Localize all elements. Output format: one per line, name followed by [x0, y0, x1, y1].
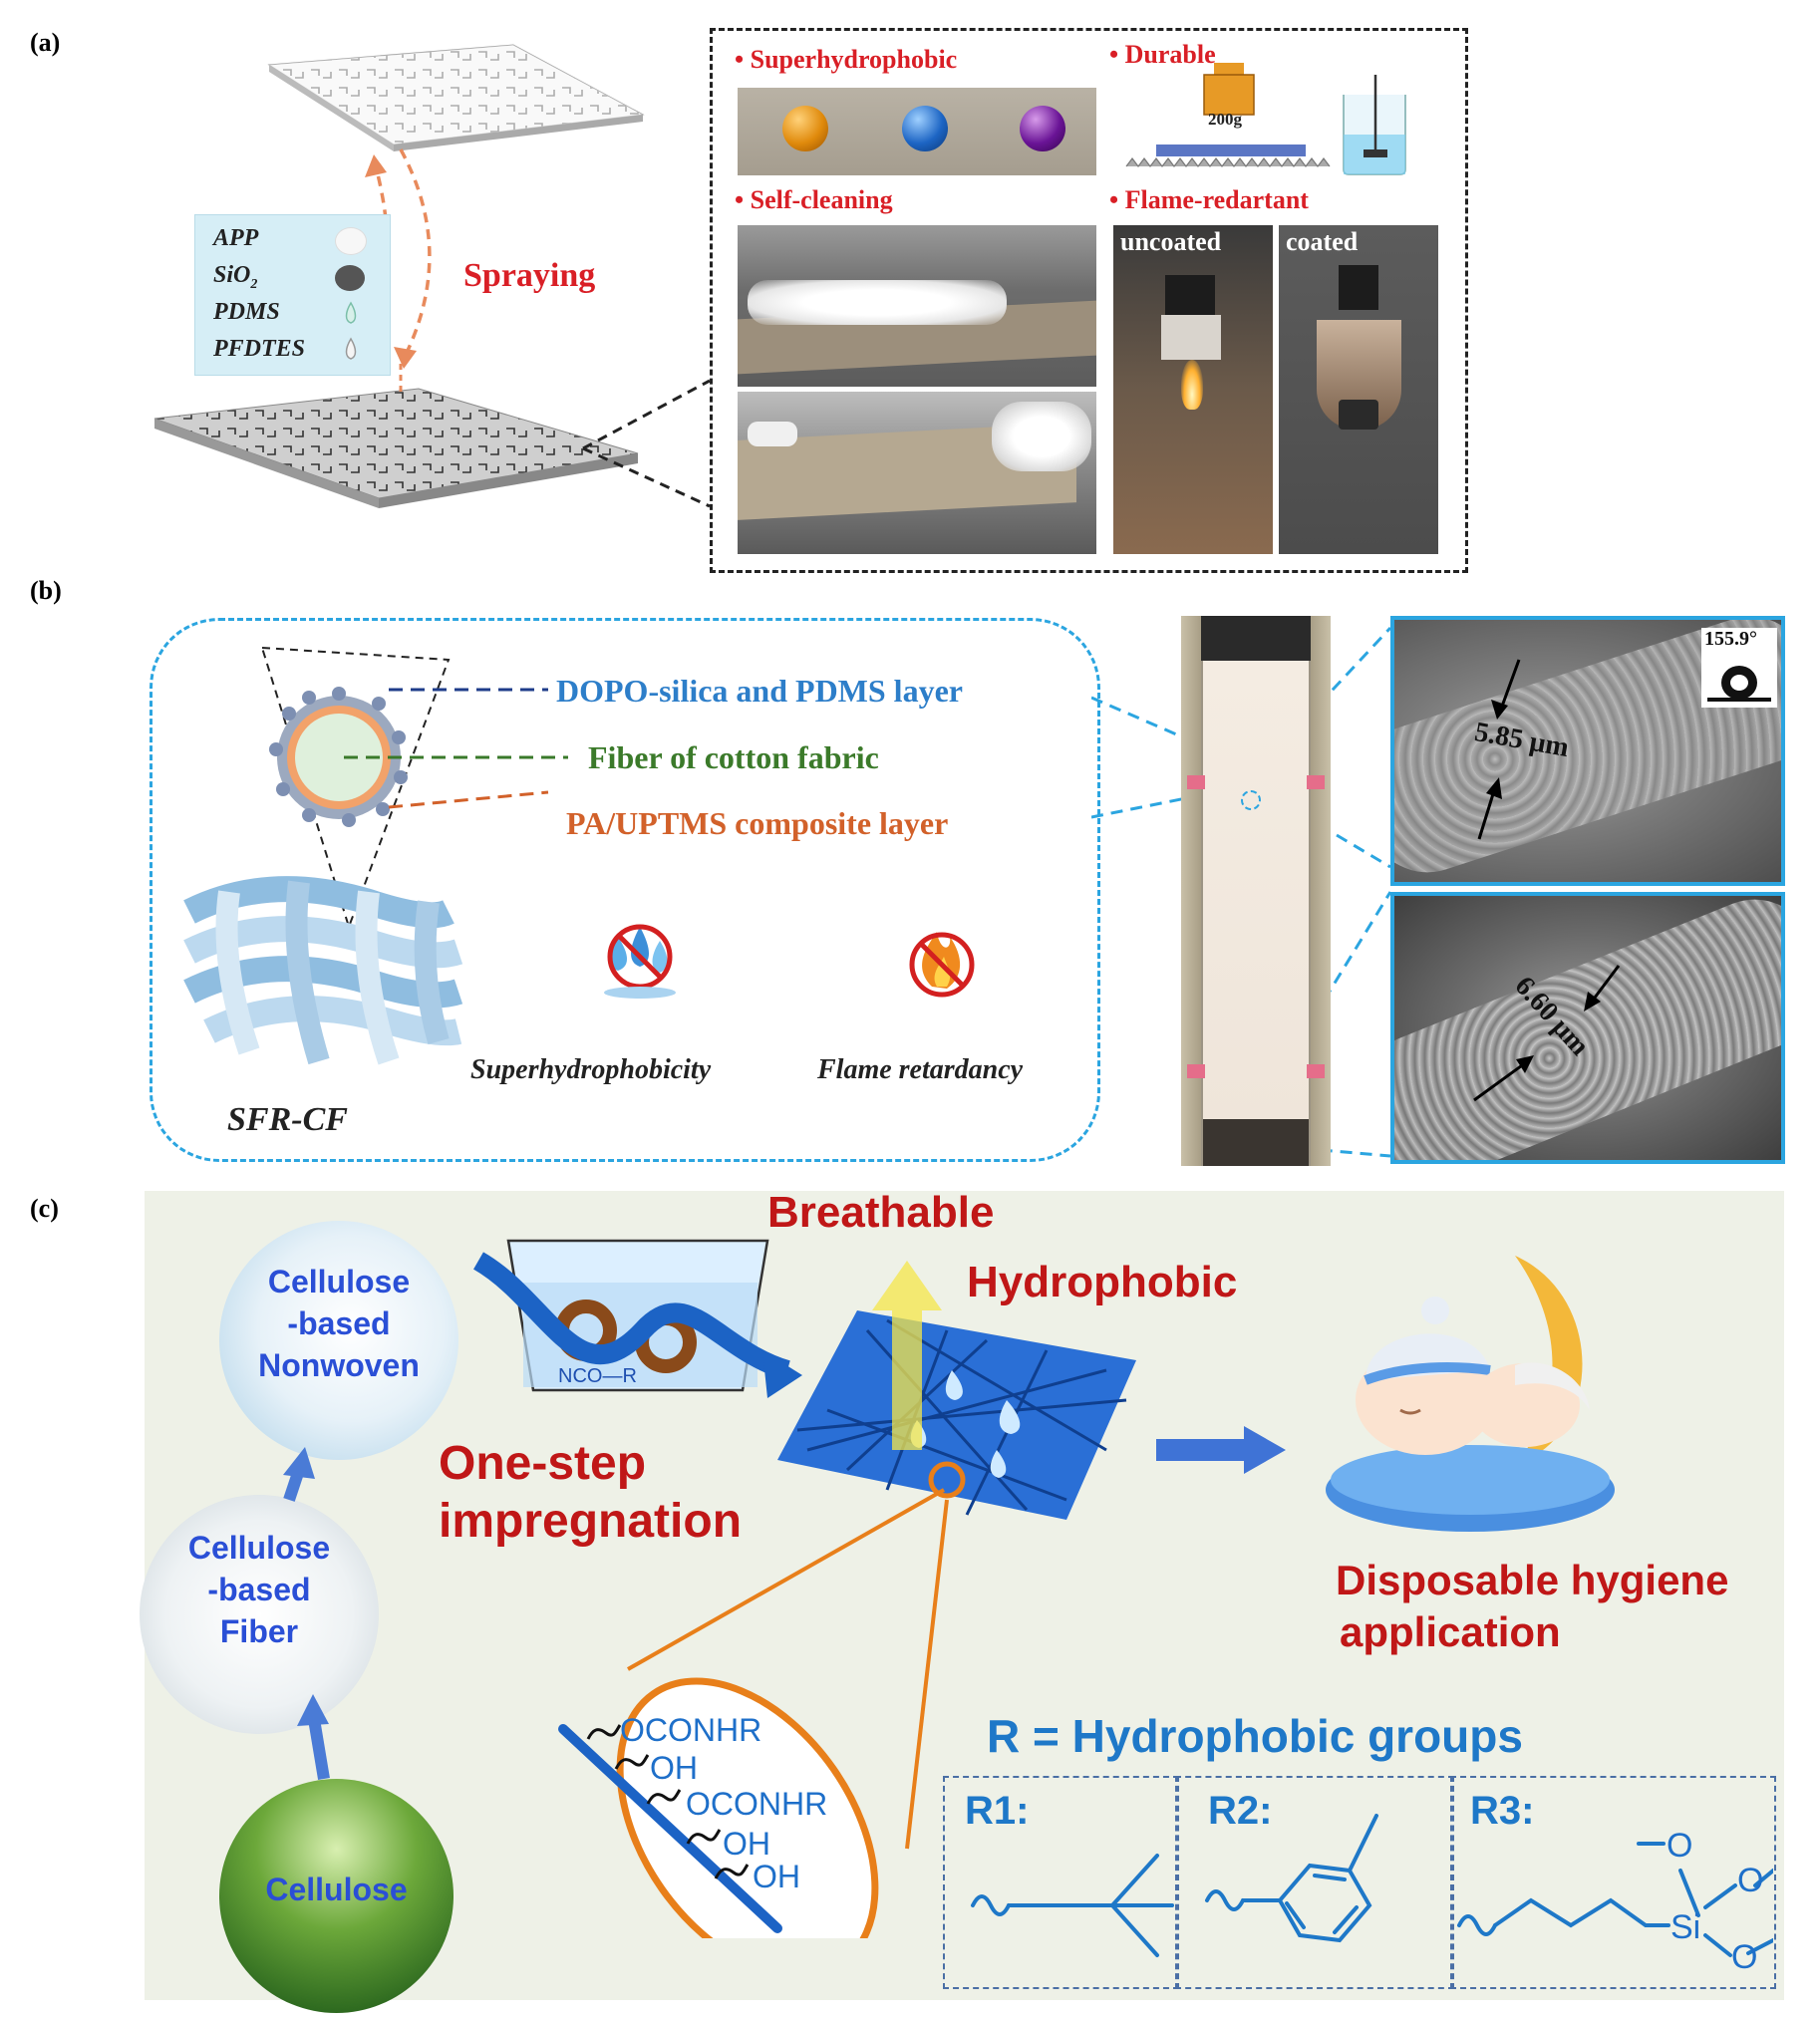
group-oh-1: OH — [650, 1750, 698, 1786]
o-atom-3: O — [1731, 1938, 1758, 1976]
cellulose-label: Cellulose — [265, 1872, 408, 1907]
zoom-lines-a — [582, 379, 711, 508]
app-powder-icon — [335, 227, 367, 255]
contact-angle-inset — [1701, 628, 1777, 708]
droplet-photo — [738, 88, 1096, 175]
flame-retardant-title: • Flame-redartant — [1109, 185, 1309, 214]
panel-b-label: (b) — [30, 576, 62, 605]
sfr-cf-schematic-box — [150, 618, 1100, 1162]
spray-components-legend: APP SiO2 PDMS PFDTES — [194, 214, 391, 376]
sem-image-top: 155.9° 5.85 μm — [1390, 616, 1785, 886]
o-atom-1: O — [1667, 1827, 1693, 1865]
panel-c-label: (c) — [30, 1194, 59, 1223]
coated-label: coated — [1286, 227, 1359, 256]
sem-image-bottom: 6.60 μm — [1390, 892, 1785, 1164]
superhydrophobic-title: • Superhydrophobic — [735, 45, 958, 74]
purple-droplet — [1020, 106, 1065, 151]
legend-app: APP — [213, 225, 259, 251]
baby-hygiene-illustration — [1326, 1256, 1615, 1532]
surface-chemistry-zoom — [558, 1488, 949, 1938]
r-group-structures — [971, 1814, 1773, 1957]
si-atom: Si — [1670, 1908, 1701, 1946]
superhydrophobicity-label: Superhydrophobicity — [470, 1054, 712, 1085]
r3-label: R3: — [1470, 1789, 1535, 1833]
source-flow-arrows — [283, 1447, 330, 1780]
uncoated-label: uncoated — [1120, 227, 1222, 256]
impregnation-bath — [472, 1239, 802, 1398]
breathable-label: Breathable — [767, 1188, 995, 1237]
coated-flame-photo — [1279, 225, 1438, 554]
pfdtes-droplet-icon — [345, 337, 357, 360]
r1-box — [943, 1776, 1179, 1989]
r1-label: R1: — [965, 1789, 1030, 1833]
inner-layer-label: PA/UPTMS composite layer — [566, 805, 949, 841]
group-oh-3: OH — [753, 1859, 800, 1894]
coated-fabric-sheet — [153, 388, 639, 499]
sfr-cf-label: SFR-CF — [227, 1101, 348, 1138]
flame-retardancy-label: Flame retardancy — [817, 1054, 1024, 1085]
blue-droplet — [902, 106, 948, 151]
vertical-flame-test-photo — [1181, 616, 1331, 1166]
r-definition: R = Hydrophobic groups — [987, 1710, 1523, 1762]
orange-droplet — [782, 106, 828, 151]
o-atom-2: O — [1737, 1862, 1764, 1899]
contact-angle-value: 155.9° — [1704, 628, 1757, 650]
legend-pdms: PDMS — [213, 299, 280, 325]
durability-test-illustration — [1125, 63, 1406, 175]
fiber-cross-section-diagram — [183, 646, 975, 1065]
hydrophobic-mesh — [777, 1261, 1136, 1520]
group-oconhr-1: OCONHR — [620, 1712, 762, 1748]
fiber-label: Fiber of cotton fabric — [588, 739, 879, 775]
reagent-label: NCO—R — [558, 1365, 637, 1387]
cellulose-forest-circle — [219, 1779, 454, 2013]
hydrophobic-label: Hydrophobic — [967, 1258, 1238, 1306]
group-oh-2: OH — [723, 1826, 770, 1862]
pdms-droplet-icon — [345, 301, 357, 324]
self-cleaning-title: • Self-cleaning — [735, 185, 893, 214]
spraying-label: Spraying — [463, 257, 596, 294]
legend-sio2: SiO2 — [213, 262, 258, 292]
properties-box — [710, 28, 1468, 573]
outer-layer-label: DOPO-silica and PDMS layer — [556, 673, 963, 709]
nonwoven-circle — [219, 1221, 458, 1460]
silica-particle-icon — [335, 265, 365, 291]
r3-box — [1450, 1776, 1776, 1989]
uncoated-flame-photo — [1113, 225, 1273, 554]
weight-label: 200g — [1208, 110, 1242, 129]
fiber-circle — [140, 1495, 379, 1734]
legend-pfdtes: PFDTES — [213, 336, 306, 362]
group-oconhr-2: OCONHR — [686, 1786, 828, 1822]
r2-box — [1175, 1776, 1454, 1989]
panel-a-label: (a) — [30, 28, 61, 57]
application-arrow — [1156, 1426, 1286, 1474]
self-cleaning-photo-after — [738, 392, 1096, 554]
r2-label: R2: — [1208, 1789, 1273, 1833]
self-cleaning-photo-before — [738, 225, 1096, 387]
durable-title: • Durable — [1109, 40, 1216, 69]
